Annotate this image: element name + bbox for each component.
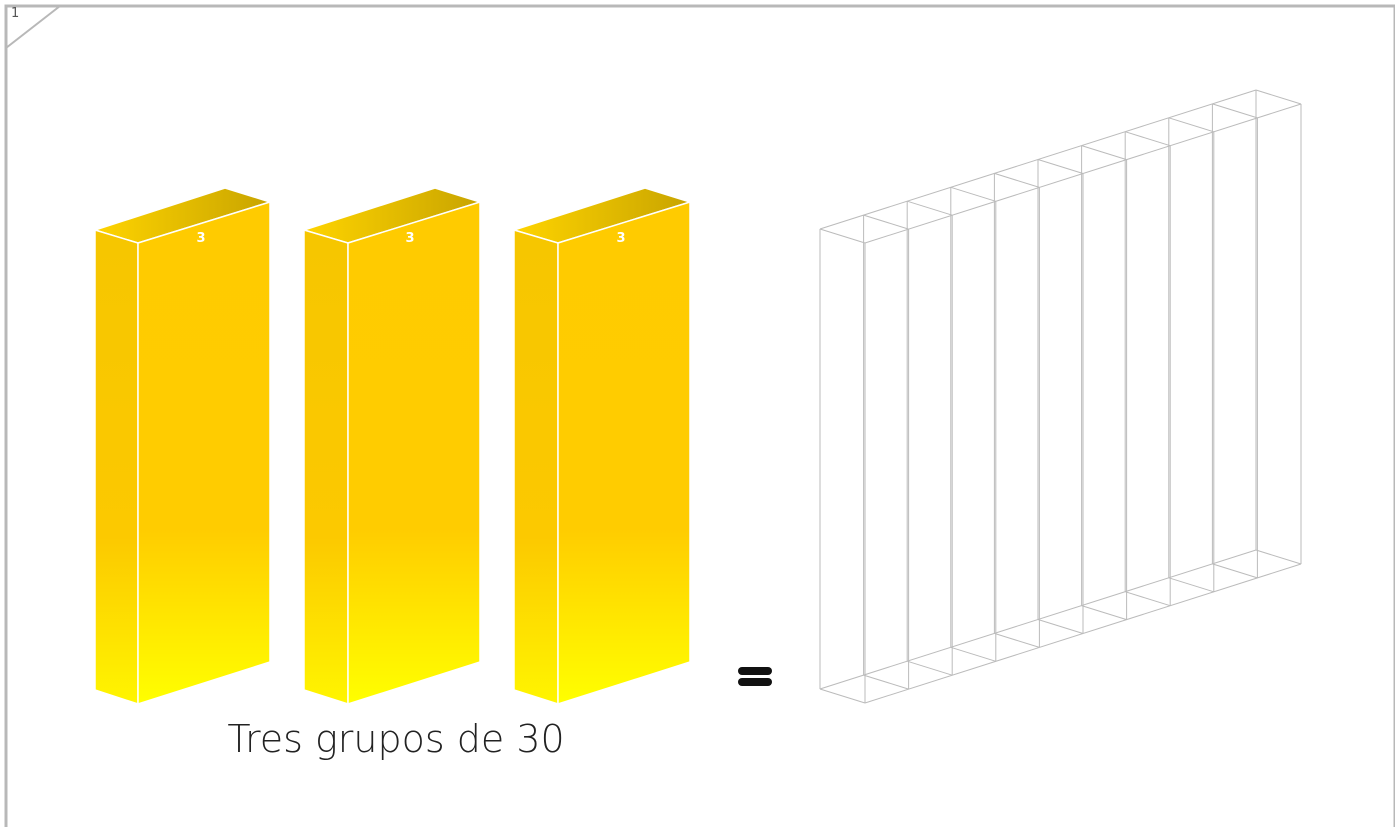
wire-depth-bottom [994, 632, 1040, 648]
corner-fold [5, 5, 61, 49]
wire-depth-bottom [863, 674, 909, 690]
wire-depth-top [1125, 131, 1171, 147]
wire-top-back [819, 89, 1257, 230]
block-2-label: 3 [405, 231, 414, 246]
wire-depth-top [1081, 145, 1127, 161]
wire-depth-top [907, 200, 953, 216]
equals-sign [738, 667, 772, 686]
wire-depth-bottom [907, 660, 953, 676]
wire-depth-bottom [1168, 577, 1214, 593]
page-border [4, 4, 1395, 827]
wire-depth-bottom [1255, 549, 1302, 565]
wire-depth-bottom [1212, 563, 1258, 579]
wireframe-block-outline [819, 89, 1302, 704]
wire-depth-bottom [1125, 591, 1171, 607]
block-2: 3 [301, 187, 483, 706]
wire-depth-bottom [1037, 619, 1084, 634]
wire-depth-top [863, 214, 909, 230]
page-number: 1 [11, 6, 20, 21]
wire-bottom-front [864, 563, 1302, 704]
wire-depth-bottom [950, 646, 996, 662]
wire-depth-top [1212, 103, 1258, 119]
wire-depth-bottom [819, 688, 866, 704]
wire-depth-top [950, 186, 996, 202]
block-3: 3 [511, 187, 693, 706]
wire-bottom-back [819, 549, 1257, 690]
caption: Tres grupos de 30 [227, 717, 564, 761]
block-1-label: 3 [196, 231, 205, 246]
block-1: 3 [92, 187, 273, 706]
wire-depth-top [819, 228, 866, 244]
wire-depth-top [994, 172, 1040, 188]
wire-top-front [864, 103, 1302, 244]
block-3-label: 3 [616, 231, 625, 246]
wire-depth-top [1255, 89, 1302, 105]
wire-depth-top [1037, 159, 1084, 174]
wire-depth-top [1168, 117, 1214, 133]
wire-depth-bottom [1081, 605, 1127, 621]
